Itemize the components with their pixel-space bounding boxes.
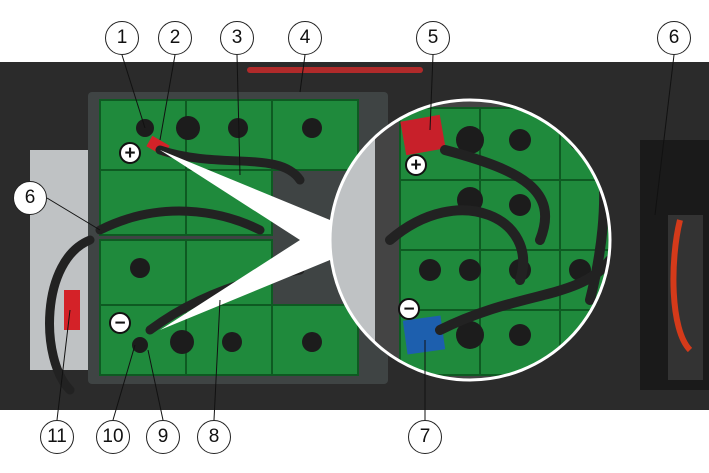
callout-1: 1 — [105, 21, 139, 55]
callout-5: 5 — [416, 21, 450, 55]
negative-sign-zoom: − — [398, 298, 420, 320]
magnifier-circle — [328, 98, 612, 382]
terminal-posts-left — [130, 116, 322, 354]
callout-6-top: 6 — [657, 21, 691, 55]
positive-sign-left: + — [119, 142, 141, 164]
positive-terminal-cover — [400, 114, 446, 156]
callout-11: 11 — [40, 420, 74, 454]
callout-2: 2 — [158, 21, 192, 55]
negative-sign-left: − — [109, 312, 131, 334]
callout-9: 9 — [146, 420, 180, 454]
callout-6-left: 6 — [13, 181, 47, 215]
callout-10: 10 — [96, 420, 130, 454]
callout-3: 3 — [220, 21, 254, 55]
negative-terminal-cover — [402, 315, 446, 355]
callout-7: 7 — [408, 420, 442, 454]
callout-4: 4 — [288, 21, 322, 55]
leader-lines — [46, 54, 675, 421]
positive-sign-zoom: + — [405, 154, 427, 176]
magnifier-wedge — [160, 150, 330, 330]
callout-8: 8 — [197, 420, 231, 454]
